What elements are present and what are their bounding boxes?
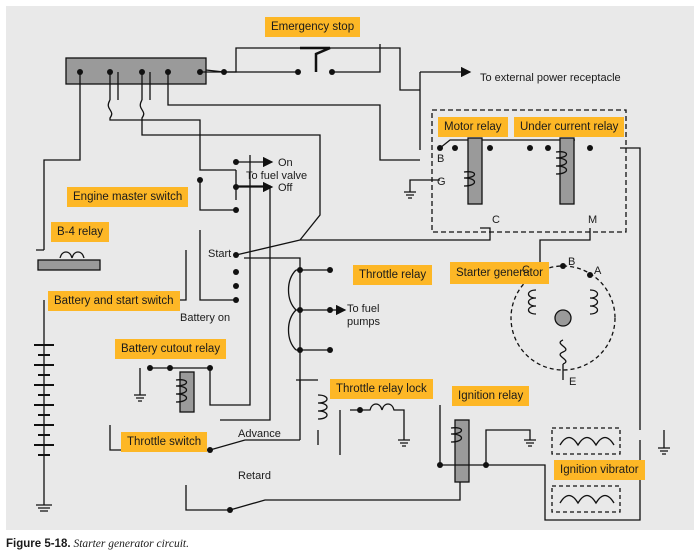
ignition-vibrator-label: Ignition vibrator bbox=[554, 460, 645, 480]
generator-c-text: C bbox=[522, 264, 530, 276]
throttle-switch-label: Throttle switch bbox=[121, 432, 208, 452]
motor-relay-core bbox=[467, 137, 483, 205]
motor-relay-label: Motor relay bbox=[438, 117, 508, 137]
advance-text: Advance bbox=[238, 428, 281, 440]
emergency-stop-label: Emergency stop bbox=[265, 17, 361, 37]
to-fuel-text: To fuel bbox=[347, 303, 380, 315]
start-text: Start bbox=[208, 248, 232, 260]
ignition-relay-core bbox=[454, 419, 470, 483]
emergency-stop-switch bbox=[300, 46, 331, 72]
throttle-relay-lock-label: Throttle relay lock bbox=[330, 379, 433, 399]
battery-on-text: Battery on bbox=[180, 312, 231, 324]
under-current-relay-label: Under current relay bbox=[514, 117, 625, 137]
external-power-text: To external power receptacle bbox=[480, 72, 621, 84]
terminal-b-text: B bbox=[437, 153, 445, 165]
fuel-valve-text: To fuel valve bbox=[246, 170, 308, 182]
b4-relay-core bbox=[37, 259, 101, 271]
off-text: Off bbox=[278, 182, 293, 194]
on-text: On bbox=[278, 157, 293, 169]
battery-cutout-relay-core bbox=[179, 371, 195, 413]
terminal-c-text: C bbox=[492, 214, 500, 226]
figure-title: Starter generator circuit. bbox=[73, 538, 189, 550]
terminal-m-text: M bbox=[588, 214, 598, 226]
generator-b-text: B bbox=[568, 256, 576, 268]
figure-caption: Figure 5-18. Starter generator circuit. bbox=[6, 538, 189, 550]
starter-generator-circle bbox=[510, 265, 616, 371]
figure-number: Figure 5-18. bbox=[6, 538, 71, 550]
retard-text: Retard bbox=[238, 470, 272, 482]
generator-a-text: A bbox=[594, 265, 602, 277]
starter-generator-label: Starter generator bbox=[450, 262, 549, 284]
b4-relay-label: B-4 relay bbox=[51, 222, 110, 242]
ignition-relay-label: Ignition relay bbox=[452, 386, 530, 406]
pumps-text: pumps bbox=[347, 316, 381, 328]
throttle-relay-label: Throttle relay bbox=[353, 265, 433, 285]
engine-master-switch-label: Engine master switch bbox=[67, 187, 189, 207]
terminal-g-text: G bbox=[437, 176, 446, 188]
terminal-strip bbox=[65, 57, 207, 85]
battery-and-start-switch-label: Battery and start switch bbox=[48, 291, 180, 311]
generator-e-text: E bbox=[569, 376, 577, 388]
relay-box bbox=[431, 109, 627, 233]
battery-cutout-relay-label: Battery cutout relay bbox=[115, 339, 227, 359]
ignition-vibrator-top bbox=[551, 427, 621, 455]
ignition-vibrator-bottom bbox=[551, 485, 621, 513]
